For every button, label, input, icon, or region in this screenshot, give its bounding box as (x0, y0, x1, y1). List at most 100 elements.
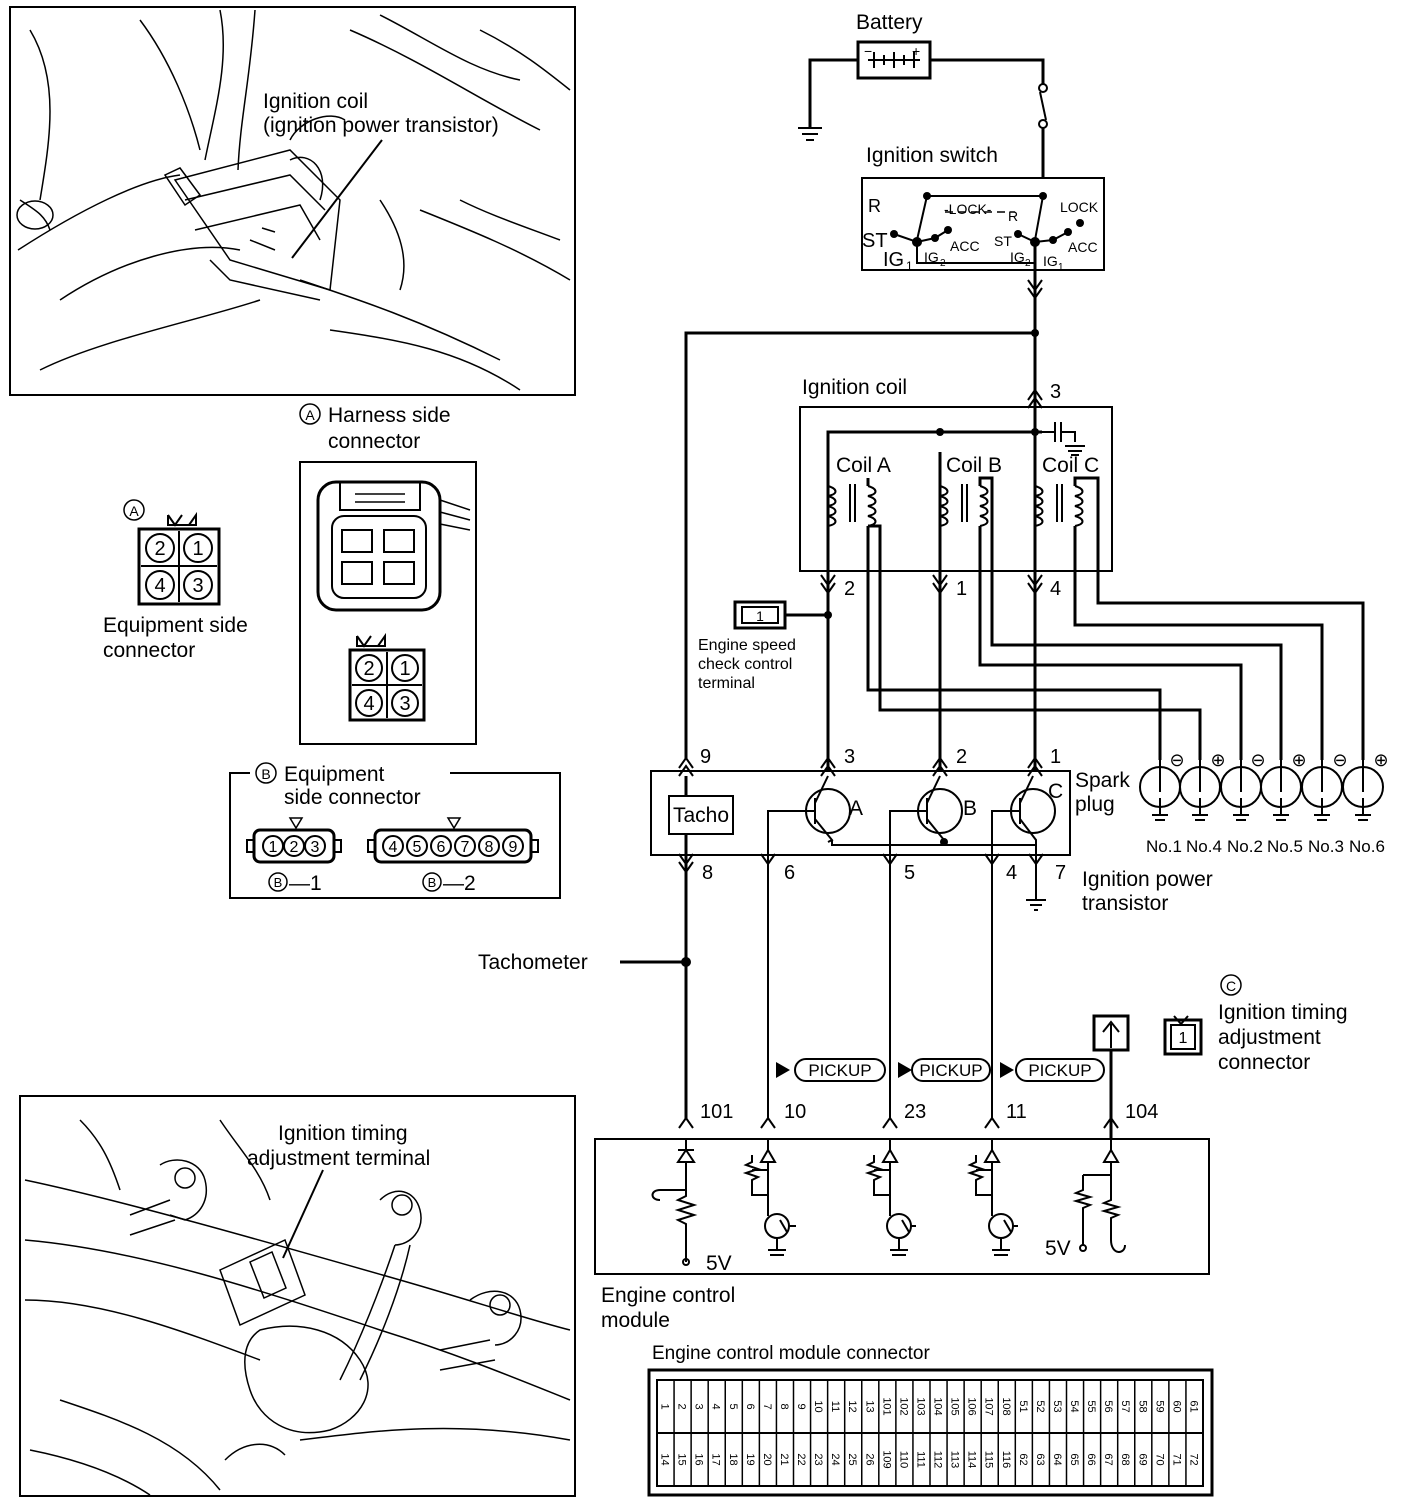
pt-pin: 3 (844, 746, 855, 768)
connector-c-pin: 1 (1179, 1030, 1188, 1047)
switch-ig1b: IG (1043, 253, 1058, 269)
ecm-connector-pin: 109 (880, 1450, 892, 1468)
ecm-connector-pin: 6 (744, 1403, 756, 1409)
power-transistor-label-2: transistor (1082, 892, 1168, 915)
ecm-connector-pin: 102 (897, 1397, 909, 1415)
coil-c-label: Coil C (1042, 454, 1099, 477)
conn-b2-pin: 7 (461, 839, 470, 856)
tacho-box-label: Tacho (673, 804, 729, 827)
plug-no: No.2 (1227, 837, 1263, 856)
ecm-connector-pin: 114 (966, 1451, 978, 1469)
ecm-connector-pin: 103 (914, 1397, 926, 1415)
switch-ig2: IG (924, 249, 939, 265)
ecm-connector-pin: 11 (829, 1401, 841, 1412)
pickup-labels: PICKUP PICKUP PICKUP (776, 1058, 1105, 1082)
ignition-coil-label: Ignition coil (802, 376, 907, 399)
ecm-connector-pin: 20 (761, 1453, 773, 1465)
conn-b2-pin: 9 (509, 839, 518, 856)
ignition-coil: 3 Ignition coil Coil A Coil B Coil C (684, 300, 1365, 770)
ecm-connector-pin: 64 (1051, 1453, 1063, 1465)
ecm-connector-pin: 58 (1136, 1400, 1148, 1412)
ecm-connector-pin: 52 (1034, 1400, 1046, 1412)
spark-plugs: Spark plug ⊖ ⊕ ⊖ ⊕ ⊖ ⊕ No.1 No.4 No.2 No… (1075, 750, 1389, 856)
ecm-connector-pin: 25 (846, 1453, 858, 1465)
ecm-connector-pin: 108 (1000, 1397, 1012, 1415)
ecm-connector-pin: 72 (1187, 1453, 1199, 1465)
ecm-connector-pin: 66 (1085, 1453, 1097, 1465)
ecm-connector-pin: 68 (1119, 1453, 1131, 1465)
pt-bottom-pin: 5 (904, 862, 915, 884)
engine-control-module: 101 10 23 11 104 5V 5 (594, 1101, 1210, 1364)
b1-label: —1 (289, 872, 322, 895)
conn-b2-pin: 4 (389, 839, 398, 856)
equipment-side-label-2: connector (103, 639, 195, 662)
switch-ig1-sub: 1 (906, 259, 913, 273)
ecm-pin: 101 (700, 1101, 733, 1123)
ecm-connector-pin: 10 (812, 1400, 824, 1412)
switch-st2: ST (994, 233, 1012, 249)
coil-b-label: Coil B (946, 454, 1002, 477)
connector-b-marker: B (261, 766, 270, 782)
photo-timing-terminal: Ignition timing adjustment terminal (19, 1095, 576, 1497)
ecm-connector-pin: 104 (932, 1397, 944, 1415)
ecm-connector-pin: 59 (1153, 1400, 1165, 1412)
harness-label-2: connector (328, 430, 420, 453)
ecm-connector-pin: 15 (676, 1453, 688, 1465)
ecm-connector-pin: 1 (659, 1403, 671, 1409)
ecm-connector-pin: 110 (897, 1451, 909, 1469)
ecm-connector-pin: 60 (1170, 1400, 1182, 1412)
battery-label: Battery (856, 11, 923, 34)
ecm-connector-pin: 12 (846, 1400, 858, 1412)
pt-pin: 1 (1050, 746, 1061, 768)
ecm-connector: 1142153164175186197208219221023112412251… (647, 1368, 1214, 1497)
conn-a-pin: 2 (154, 538, 165, 560)
photo-coil-label-2: (ignition power transistor) (263, 114, 499, 137)
connector-a-equipment: A 2 1 4 3 Equipment side connector (103, 499, 248, 662)
pickup-label: PICKUP (919, 1061, 982, 1080)
ecm-connector-pin: 62 (1017, 1453, 1029, 1465)
plug-polarity: ⊕ (1210, 750, 1225, 770)
pt-bottom-pin: 7 (1055, 862, 1066, 884)
b2-marker: B (428, 875, 437, 890)
transistor-b: B (963, 797, 977, 820)
ecm-connector-pin: 67 (1102, 1453, 1114, 1465)
ignition-power-transistor: 9 3 2 1 Tacho A B C 8 6 5 4 7 Ignition p… (650, 746, 1213, 1120)
b2-label: —2 (443, 872, 476, 895)
pickup-label: PICKUP (1028, 1061, 1091, 1080)
ecm-connector-pin: 112 (932, 1451, 944, 1469)
ecm-pin: 104 (1125, 1101, 1158, 1123)
ecm-connector-pin: 107 (983, 1397, 995, 1415)
ecm-connector-pin: 16 (693, 1453, 705, 1465)
connector-c-label-2: adjustment (1218, 1026, 1321, 1049)
photo-timing-label-1: Ignition timing (278, 1122, 408, 1145)
check-terminal-pin: 1 (756, 608, 764, 624)
battery-pos: + (912, 43, 920, 59)
connector-a-marker: A (129, 503, 139, 519)
connector-a-harness: A Harness side connector 2 1 4 3 (299, 403, 477, 745)
ecm-connector-pin: 57 (1119, 1400, 1131, 1412)
connector-b-title-1: Equipment (284, 763, 385, 786)
ecm-connector-title: Engine control module connector (652, 1343, 930, 1364)
conn-b1-pin: 2 (290, 839, 299, 856)
ecm-connector-pin: 53 (1051, 1400, 1063, 1412)
ecm-pin: 10 (784, 1101, 806, 1123)
pt-bottom-pin: 4 (1006, 862, 1017, 884)
battery-neg: − (864, 43, 872, 59)
pt-pin: 2 (956, 746, 967, 768)
spark-plug-label-2: plug (1075, 793, 1115, 816)
transistor-a: A (849, 797, 863, 820)
ecm-connector-pin: 116 (1000, 1451, 1012, 1469)
ecm-5v-left: 5V (706, 1252, 732, 1275)
harness-pin: 2 (363, 658, 374, 680)
conn-a-pin: 3 (192, 575, 203, 597)
ecm-connector-pin: 70 (1153, 1453, 1165, 1465)
check-terminal-label-3: terminal (698, 675, 755, 692)
conn-a-pin: 4 (154, 575, 165, 597)
pt-pin: 9 (700, 746, 711, 768)
ecm-pin: 23 (904, 1101, 926, 1123)
ecm-connector-pin: 111 (914, 1451, 926, 1468)
ecm-connector-pin: 14 (659, 1453, 671, 1465)
engine-speed-check-terminal: 1 Engine speed check control terminal (698, 600, 832, 692)
switch-acc2: ACC (1068, 239, 1098, 255)
